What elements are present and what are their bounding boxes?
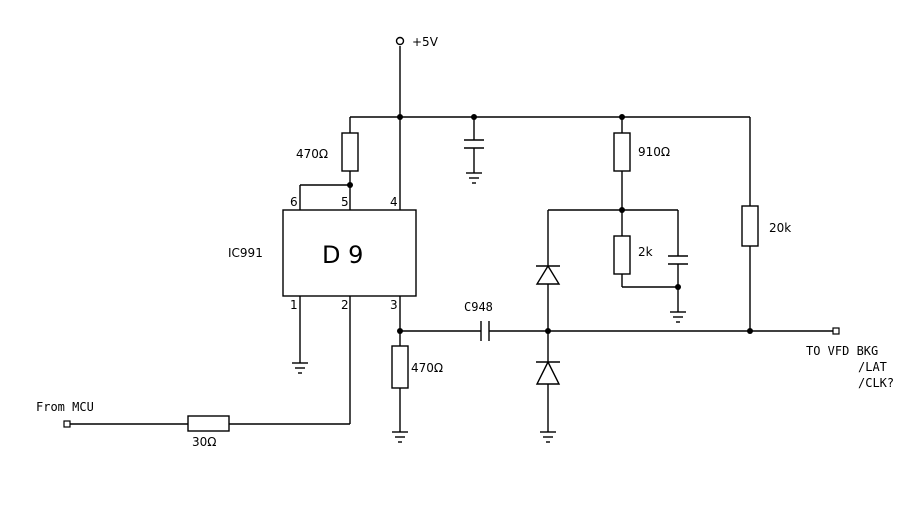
ground-symbol <box>292 362 308 374</box>
output-port-label: TO VFD BKG <box>806 344 878 358</box>
resistor-910 <box>613 132 631 172</box>
capacitor-small <box>668 255 688 265</box>
output-port-label-lat: /LAT <box>858 360 887 374</box>
capacitor-c948-label: C948 <box>464 300 493 314</box>
output-terminal <box>832 327 840 335</box>
resistor-20k <box>741 205 759 247</box>
resistor-30 <box>187 415 230 432</box>
ic-pin-1: 1 <box>290 298 298 312</box>
ground-symbol <box>670 311 686 323</box>
diode-lower <box>535 360 561 385</box>
junction-dots <box>347 114 753 334</box>
resistor-20k-label: 20k <box>769 221 791 235</box>
ic-pin-3: 3 <box>390 298 398 312</box>
ic-designator: IC991 <box>228 246 263 260</box>
ic-pin-4: 4 <box>390 195 398 209</box>
resistor-910-label: 910Ω <box>638 145 670 159</box>
resistor-2k <box>613 235 631 275</box>
resistor-470-output-label: 470Ω <box>411 361 443 375</box>
input-terminal <box>63 420 71 428</box>
resistor-470-top-label: 470Ω <box>296 147 328 161</box>
wires <box>70 46 833 432</box>
resistor-470-top <box>341 132 359 172</box>
ic991: D 9 IC991 6 5 4 1 2 3 <box>228 195 417 312</box>
capacitor-decoupling <box>464 139 484 149</box>
capacitor-c948 <box>480 321 490 341</box>
ic-body <box>282 209 417 297</box>
diode-upper <box>535 264 561 285</box>
ic-marking: D 9 <box>322 241 363 269</box>
ic-pin-6: 6 <box>290 195 298 209</box>
supply-terminal <box>395 36 405 46</box>
resistor-2k-label: 2k <box>638 245 653 259</box>
resistor-470-output <box>391 345 409 389</box>
ground-symbol <box>540 431 556 443</box>
supply-label: +5V <box>412 35 439 49</box>
ground-symbol <box>392 431 408 443</box>
ic-pin-5: 5 <box>341 195 349 209</box>
ic-pin-2: 2 <box>341 298 349 312</box>
output-port-label-clk: /CLK? <box>858 376 894 390</box>
ground-symbol <box>466 172 482 184</box>
resistor-30-label: 30Ω <box>192 435 216 449</box>
input-port-label: From MCU <box>36 400 94 414</box>
